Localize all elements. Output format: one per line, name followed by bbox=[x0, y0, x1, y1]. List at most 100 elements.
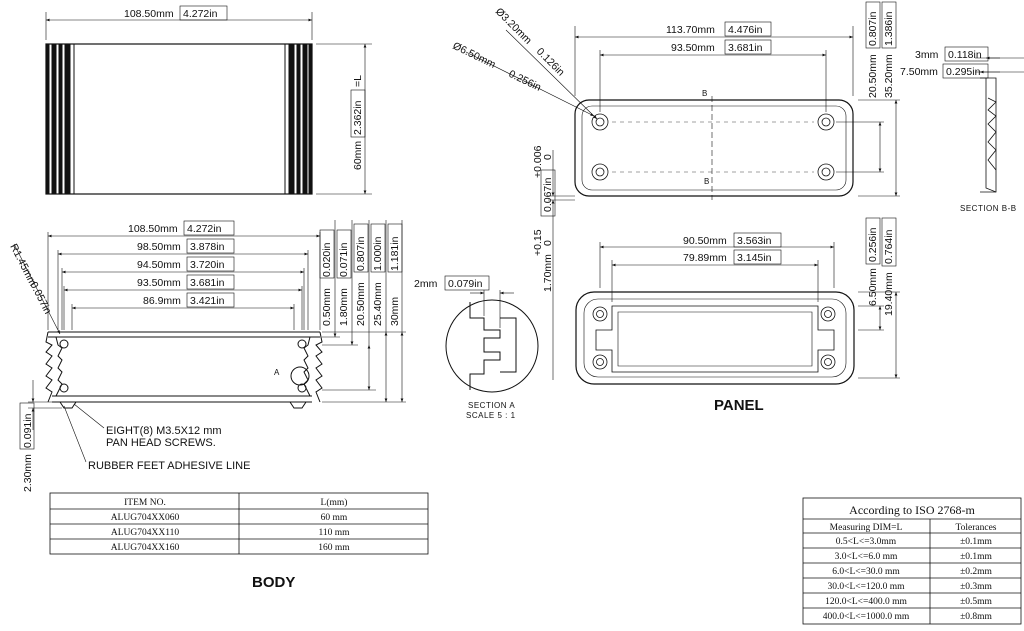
tolerance-table bbox=[802, 497, 1022, 625]
body-top-length-mm: 60mm bbox=[352, 141, 364, 170]
tolerance-row-3-dim: 6.0<L<=30.0 mm bbox=[832, 567, 900, 577]
radius-in: 0.057in bbox=[27, 280, 53, 316]
item-table-row-3-item: ALUG704XX160 bbox=[111, 543, 180, 553]
section-a-scale: SCALE 5 : 1 bbox=[466, 411, 516, 420]
section-b-d2-mm: 7.50mm bbox=[900, 66, 938, 78]
front-dim-3-mm: 94.50mm bbox=[137, 259, 181, 271]
item-table-row-1-item: ALUG704XX060 bbox=[111, 513, 180, 523]
vdim-2-mm: 1.80mm bbox=[338, 288, 350, 326]
body-front-vdims bbox=[322, 220, 406, 403]
front-dim-2-in: 3.878in bbox=[190, 241, 225, 253]
section-a-detail bbox=[445, 290, 539, 393]
item-table-row-3-length: 160 mm bbox=[318, 543, 350, 553]
vdim-2-in: 0.071in bbox=[338, 242, 350, 277]
tolerance-row-5-tol: ±0.5mm bbox=[960, 597, 992, 607]
panel-b-w2-in: 3.145in bbox=[737, 252, 772, 264]
panel-w1-in: 4.476in bbox=[728, 24, 763, 36]
section-b-d1-mm: 3mm bbox=[915, 49, 939, 61]
section-mark-b-top: B bbox=[702, 89, 708, 98]
vdim-4-mm: 25.40mm bbox=[372, 282, 384, 326]
section-mark-b-bottom: B bbox=[704, 177, 710, 186]
hole1-mm: Ø3.20mm bbox=[493, 6, 534, 47]
section-a-marker: A bbox=[274, 368, 280, 377]
front-dim-4-mm: 93.50mm bbox=[137, 277, 181, 289]
panel-b-w2-mm: 79.89mm bbox=[683, 252, 727, 264]
tol-lower: 0 bbox=[542, 154, 554, 160]
item-table-header-length: L(mm) bbox=[321, 497, 348, 508]
tolerance-row-3-tol: ±0.2mm bbox=[960, 567, 992, 577]
section-a-slot-mm: 2mm bbox=[414, 278, 438, 290]
tolerance-row-5-dim: 120.0<L<=400.0 mm bbox=[825, 597, 907, 607]
tol-upper: +0.006 bbox=[532, 145, 544, 178]
tolerance-row-6-dim: 400.0<L<=1000.0 mm bbox=[823, 612, 910, 622]
tolerance-header-tol: Tolerances bbox=[955, 523, 996, 533]
panel-h2-in: 1.386in bbox=[883, 11, 895, 46]
body-front-hdims bbox=[47, 232, 321, 330]
vdim-1-in: 0.020in bbox=[321, 242, 333, 277]
screw-note-line-1: EIGHT(8) M3.5X12 mm bbox=[106, 425, 222, 437]
panel-b-h1-mm: 6.50mm bbox=[867, 268, 879, 306]
vdim-3-in: 0.807in bbox=[355, 236, 367, 271]
body-front-profile bbox=[45, 331, 323, 409]
item-table-row-2-item: ALUG704XX110 bbox=[111, 528, 180, 538]
hole2-in: 0.256in bbox=[507, 68, 543, 94]
item-table-header-item: ITEM NO. bbox=[124, 498, 166, 508]
tolerance-row-6-tol: ±0.8mm bbox=[960, 612, 992, 622]
vdim-5-in: 1.181in bbox=[389, 236, 401, 271]
tol2-upper: +0.15 bbox=[532, 229, 544, 256]
panel-b-w1-in: 3.563in bbox=[737, 235, 772, 247]
panel-bottom-view bbox=[575, 242, 900, 385]
feet-height-mm: 2.30mm bbox=[22, 454, 34, 492]
body-top-length-in: 2.362in bbox=[352, 100, 364, 135]
tolerance-row-1-dim: 0.5<L<=3.0mm bbox=[836, 537, 897, 547]
tolerance-row-4-tol: ±0.3mm bbox=[960, 582, 992, 592]
front-dim-2-mm: 98.50mm bbox=[137, 241, 181, 253]
tol-in: 0.067in bbox=[542, 177, 554, 212]
tolerance-table-title: According to ISO 2768-m bbox=[849, 503, 975, 517]
item-table-row-2-length: 110 mm bbox=[318, 528, 350, 538]
body-top-width-in: 4.272in bbox=[183, 8, 218, 20]
tolerance-row-2-dim: 3.0<L<=6.0 mm bbox=[835, 552, 898, 562]
vdim-3-mm: 20.50mm bbox=[355, 282, 367, 326]
tol2-mm: 1.70mm bbox=[542, 254, 554, 292]
item-table-row-1-length: 60 mm bbox=[321, 513, 348, 523]
panel-top-view bbox=[465, 26, 900, 380]
screw-note-line-2: PAN HEAD SCREWS. bbox=[106, 437, 216, 449]
section-b-d2-in: 0.295in bbox=[946, 66, 981, 78]
section-a-label: SECTION A bbox=[468, 401, 515, 410]
vdim-5-mm: 30mm bbox=[389, 297, 401, 326]
panel-b-h2-mm: 19.40mm bbox=[883, 272, 895, 316]
body-top-width-mm: 108.50mm bbox=[124, 8, 174, 20]
body-top-view bbox=[45, 12, 372, 195]
tolerance-header-dim: Measuring DIM=L bbox=[830, 523, 903, 533]
item-table bbox=[49, 492, 429, 555]
panel-b-w1-mm: 90.50mm bbox=[683, 235, 727, 247]
body-label: BODY bbox=[252, 574, 295, 591]
panel-label: PANEL bbox=[714, 397, 764, 414]
rubber-feet-note: RUBBER FEET ADHESIVE LINE bbox=[88, 460, 250, 472]
feet-height-in: 0.091in bbox=[22, 413, 34, 448]
front-dim-1-in: 4.272in bbox=[187, 223, 222, 235]
section-b-d1-in: 0.118in bbox=[948, 49, 982, 61]
panel-b-h2-in: 0.764in bbox=[883, 229, 895, 264]
vdim-1-mm: 0.50mm bbox=[321, 288, 333, 326]
front-dim-5-in: 3.421in bbox=[190, 295, 225, 307]
front-dim-4-in: 3.681in bbox=[190, 277, 225, 289]
front-dim-3-in: 3.720in bbox=[190, 259, 225, 271]
section-b-view bbox=[975, 56, 1024, 193]
tolerance-row-2-tol: ±0.1mm bbox=[960, 552, 992, 562]
body-top-length-suffix: =L bbox=[352, 75, 364, 87]
front-dim-1-mm: 108.50mm bbox=[128, 223, 178, 235]
panel-w2-mm: 93.50mm bbox=[671, 42, 715, 54]
panel-b-h1-in: 0.256in bbox=[867, 227, 879, 262]
tolerance-row-4-dim: 30.0<L<=120.0 mm bbox=[827, 582, 905, 592]
tol2-lower: 0 bbox=[542, 240, 554, 246]
hole2-mm: Ø6.50mm bbox=[451, 40, 498, 71]
panel-h1-in: 0.807in bbox=[867, 11, 879, 46]
section-a-slot-in: 0.079in bbox=[448, 278, 483, 290]
panel-h1-mm: 20.50mm bbox=[867, 54, 879, 98]
tolerance-row-1-tol: ±0.1mm bbox=[960, 537, 992, 547]
panel-h2-mm: 35.20mm bbox=[883, 54, 895, 98]
vdim-4-in: 1.000in bbox=[372, 236, 384, 271]
